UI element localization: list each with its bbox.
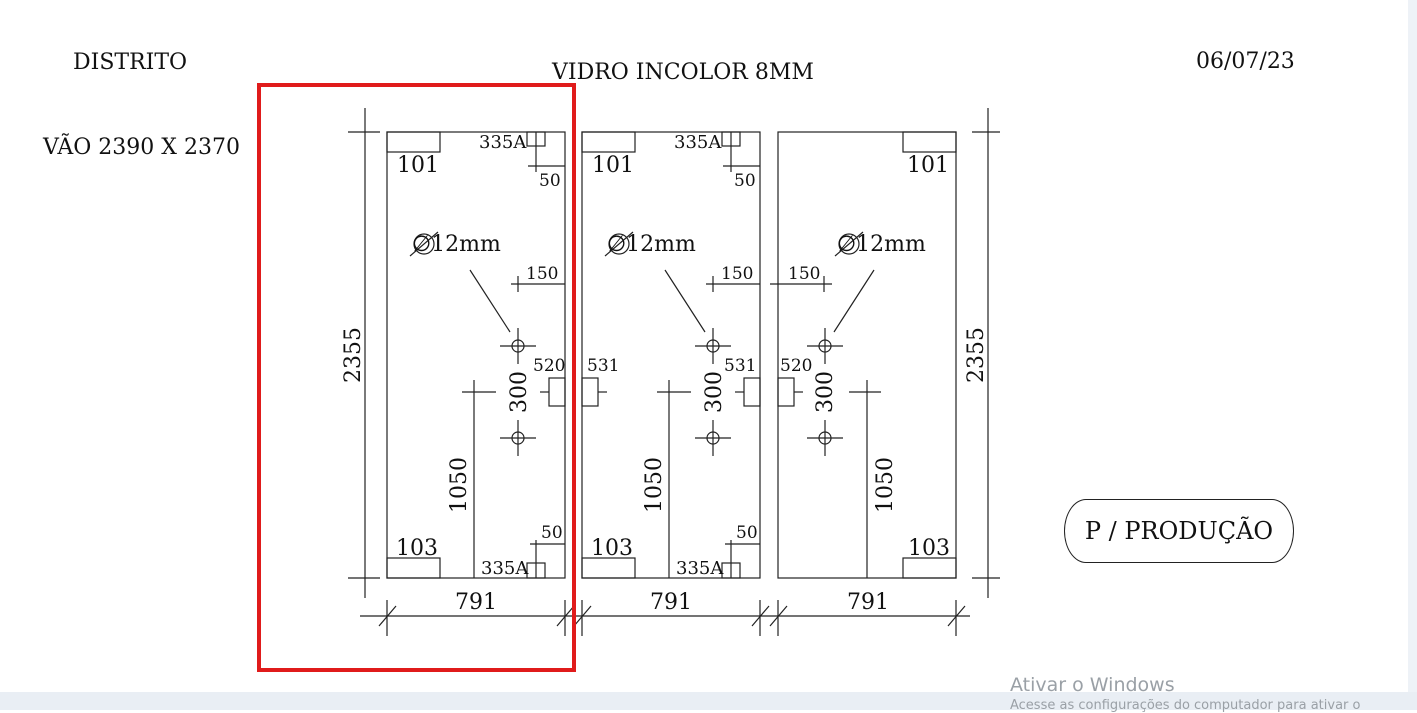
panel-1-pivot-offset-top: 50 [539, 171, 561, 191]
panel-3-left-lock: 520 [780, 356, 812, 376]
panel-2-top-notch: 101 [592, 153, 634, 178]
panel-3-hole-spacing: 300 [813, 371, 838, 413]
activation-watermark-subtitle: Acesse as configurações do computador pa… [1010, 698, 1361, 713]
panel-2-hole-edge: 150 [721, 264, 753, 284]
panel-1-bottom-notch: 103 [396, 536, 438, 561]
panel-2-bottom-pivot: 335A [676, 558, 724, 579]
drawing-date: 06/07/23 [1196, 49, 1295, 74]
panel-3-width: 791 [847, 590, 889, 615]
glass-panel-3: 101 103 ∅12mm 150 300 1050 520 791 [769, 131, 966, 636]
panel-1-hole-spacing: 300 [507, 371, 532, 413]
panel-3-handle-height: 1050 [873, 457, 898, 513]
panel-1-side-lock: 520 [533, 356, 565, 376]
window-scrollbar-track[interactable] [1408, 0, 1417, 710]
overall-height-left: 2355 [341, 327, 366, 383]
panel-2-width: 791 [650, 590, 692, 615]
panel-1-hole-diameter: ∅12mm [412, 232, 501, 257]
panel-2-side-lock: 531 [724, 356, 756, 376]
panel-2-handle-height: 1050 [642, 457, 667, 513]
opening-size: VÃO 2390 X 2370 [43, 135, 240, 160]
panel-3-top-notch: 101 [907, 153, 949, 178]
glass-panel-drawing: 2355 2355 [341, 108, 1000, 636]
activation-watermark-title: Ativar o Windows [1010, 674, 1175, 696]
production-stamp: P / PRODUÇÃO [1064, 499, 1294, 563]
panel-2-pivot-offset-top: 50 [734, 171, 756, 191]
glass-panel-1: 101 103 335A 335A 50 50 ∅12mm 150 300 10… [378, 131, 575, 636]
panel-3-hole-diameter: ∅12mm [837, 232, 926, 257]
glass-panel-2: 101 103 335A 335A 50 50 ∅12mm 150 300 10… [573, 131, 770, 636]
production-stamp-label: P / PRODUÇÃO [1084, 517, 1274, 545]
panel-1-bottom-pivot: 335A [481, 558, 529, 579]
drawing-title: VIDRO INCOLOR 8MM [552, 60, 814, 85]
panel-2-top-pivot: 335A [674, 132, 722, 153]
panel-1-handle-height: 1050 [447, 457, 472, 513]
panel-3-hole-edge: 150 [788, 264, 820, 284]
panel-1-width: 791 [455, 590, 497, 615]
panel-2-hole-diameter: ∅12mm [607, 232, 696, 257]
panel-1-hole-edge: 150 [526, 264, 558, 284]
panel-1-top-pivot: 335A [479, 132, 527, 153]
panel-2-bottom-notch: 103 [591, 536, 633, 561]
window-bottom-bar [0, 692, 1417, 710]
district-label: DISTRITO [73, 50, 188, 75]
panel-1-pivot-offset-bottom: 50 [541, 523, 563, 543]
panel-2-pivot-offset-bottom: 50 [736, 523, 758, 543]
panel-3-bottom-notch: 103 [908, 536, 950, 561]
panel-2-left-lock: 531 [587, 356, 619, 376]
panel-2-hole-spacing: 300 [702, 371, 727, 413]
panel-1-top-notch: 101 [397, 153, 439, 178]
overall-height-right: 2355 [964, 327, 989, 383]
